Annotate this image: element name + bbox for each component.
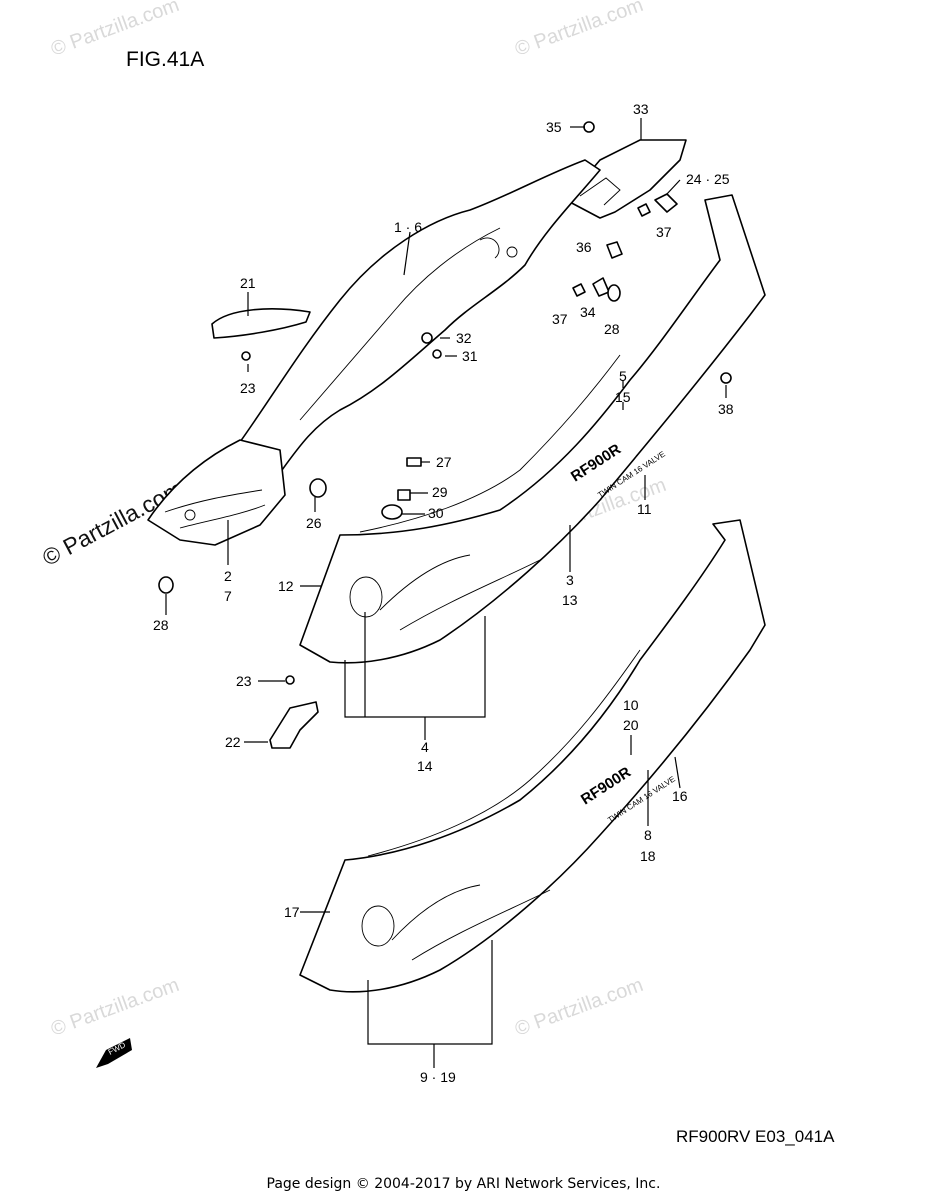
diagram-code: RF900RV E03_041A [676,1127,835,1146]
callout-27[interactable]: 27 [436,454,452,470]
callout-18[interactable]: 18 [640,848,656,864]
callout-33[interactable]: 33 [633,101,649,117]
callout-9-19[interactable]: 9 · 19 [420,1069,456,1085]
callout-10[interactable]: 10 [623,697,639,713]
callout-4[interactable]: 4 [421,739,429,755]
figure-label: FIG.41A [126,48,205,71]
callout-17[interactable]: 17 [284,904,300,920]
bracket-part-21[interactable] [211,308,311,339]
callout-36[interactable]: 36 [576,239,592,255]
callout-20[interactable]: 20 [623,717,639,733]
seat-tail-frame-part-1-6[interactable] [239,159,601,471]
callout-28[interactable]: 28 [604,321,620,337]
callout-13[interactable]: 13 [562,592,578,608]
callout-23[interactable]: 23 [236,673,252,689]
callout-35[interactable]: 35 [546,119,562,135]
callout-21[interactable]: 21 [240,275,256,291]
callout-15[interactable]: 15 [615,389,631,405]
fwd-arrow-icon: FWD [96,1038,132,1068]
leader-lines [165,118,727,1068]
inner-tray-part-2-7[interactable] [147,439,286,546]
callout-24-25[interactable]: 24 · 25 [686,171,730,187]
callout-28[interactable]: 28 [153,617,169,633]
callouts: 33 35 24 · 25 37 36 37 34 28 1 · 6 21 23… [153,101,734,1085]
callout-2[interactable]: 2 [224,568,232,584]
callout-11[interactable]: 11 [637,501,652,517]
callout-16[interactable]: 16 [672,788,688,804]
callout-38[interactable]: 38 [718,401,734,417]
callout-30[interactable]: 30 [428,505,444,521]
callout-5[interactable]: 5 [619,368,627,384]
callout-32[interactable]: 32 [456,330,472,346]
callout-12[interactable]: 12 [278,578,294,594]
callout-8[interactable]: 8 [644,827,652,843]
callout-22[interactable]: 22 [225,734,241,750]
callout-3[interactable]: 3 [566,572,574,588]
tail-cover-part-33[interactable] [565,139,687,219]
hardware [158,121,732,685]
callout-37[interactable]: 37 [552,311,568,327]
callout-31[interactable]: 31 [462,348,478,364]
callout-7[interactable]: 7 [224,588,232,604]
callout-1-6[interactable]: 1 · 6 [394,219,422,235]
bracket-part-22[interactable] [269,701,319,749]
callout-14[interactable]: 14 [417,758,433,774]
callout-34[interactable]: 34 [580,304,596,320]
callout-26[interactable]: 26 [306,515,322,531]
callout-29[interactable]: 29 [432,484,448,500]
callout-23[interactable]: 23 [240,380,256,396]
callout-37[interactable]: 37 [656,224,672,240]
footer-copyright: Page design © 2004-2017 by ARI Network S… [266,1176,661,1192]
